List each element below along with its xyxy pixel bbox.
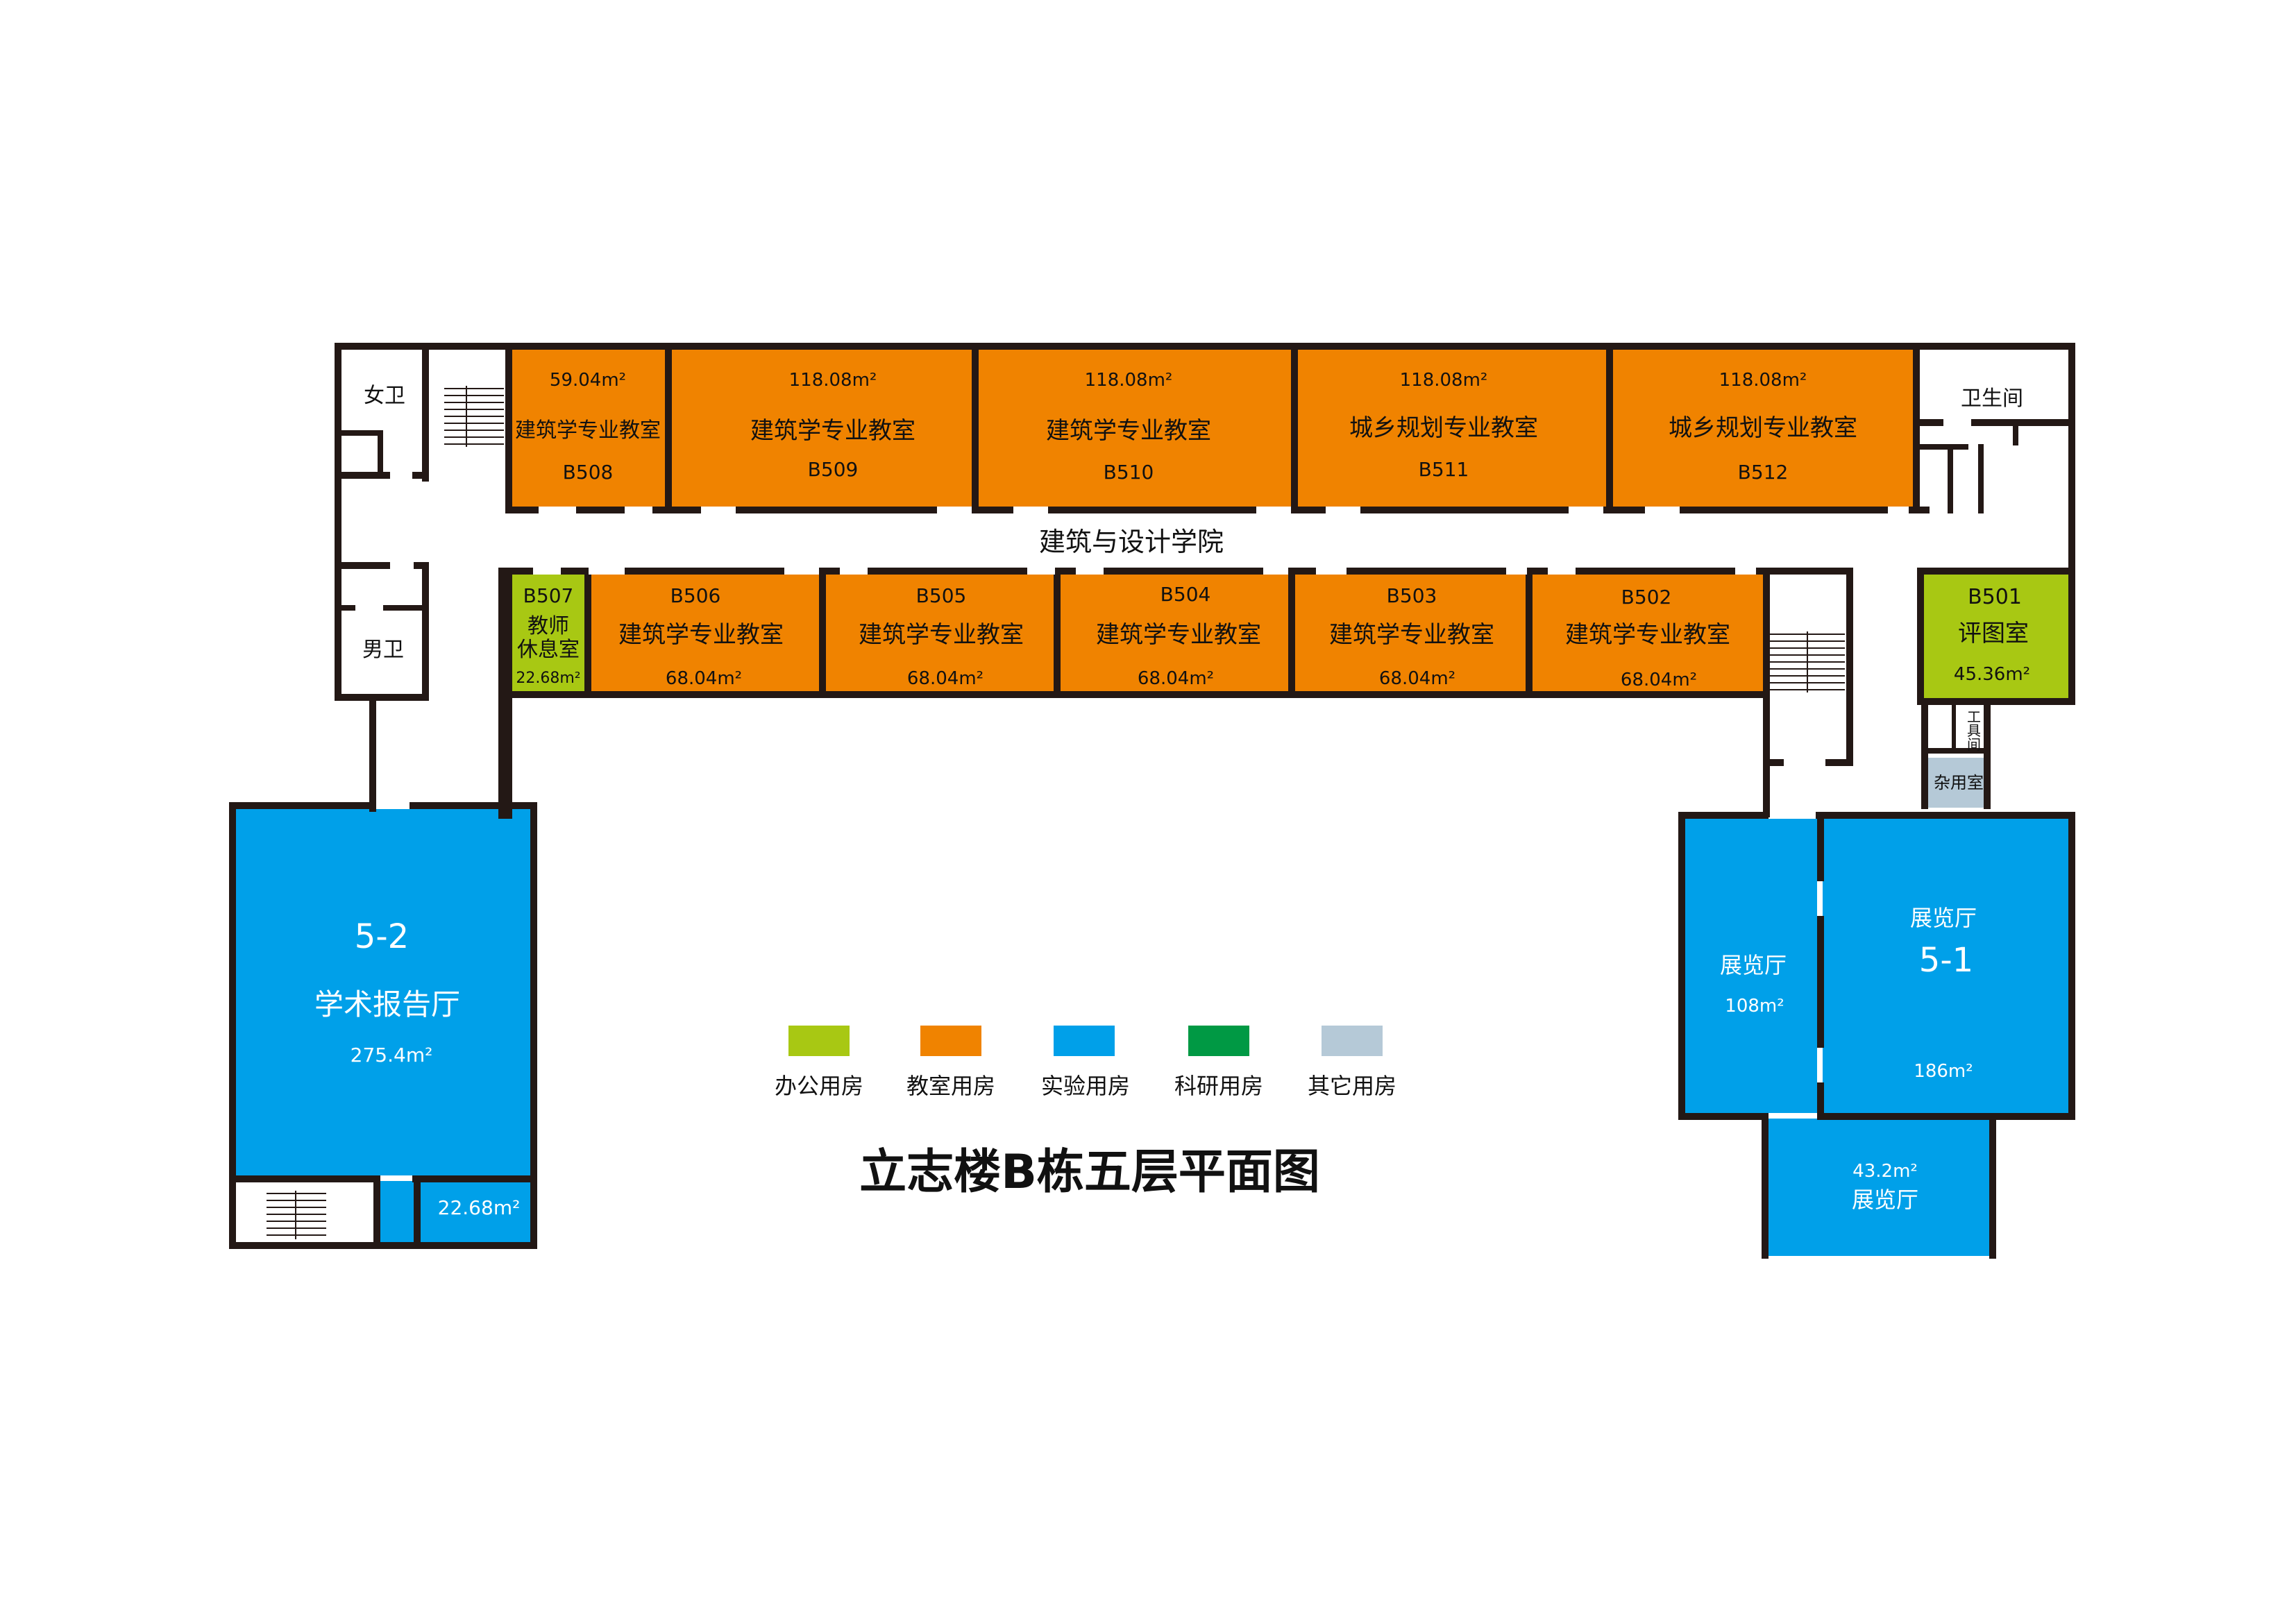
b509-area: 118.08m² bbox=[789, 370, 877, 391]
legend-swatch-office bbox=[788, 1026, 850, 1056]
b511-name: 城乡规划专业教室 bbox=[1349, 414, 1538, 442]
exhibit-south-fill[interactable] bbox=[1769, 1119, 1989, 1256]
b509-name: 建筑学专业教室 bbox=[750, 417, 915, 445]
room-b503-fill[interactable] bbox=[1294, 575, 1526, 691]
stairs-north-west bbox=[444, 386, 504, 447]
legend-label-research: 科研用房 bbox=[1174, 1073, 1263, 1099]
corridor-label: 建筑与设计学院 bbox=[1039, 527, 1224, 557]
b505-name: 建筑学专业教室 bbox=[859, 621, 1024, 649]
storage-fill[interactable] bbox=[1927, 758, 1991, 808]
b501-area: 45.36m² bbox=[1954, 664, 2030, 685]
b502-code: B502 bbox=[1621, 586, 1672, 609]
b501-code: B501 bbox=[1968, 585, 2022, 609]
small-room-fill[interactable] bbox=[419, 1181, 530, 1242]
room-b510-fill[interactable] bbox=[977, 350, 1291, 507]
room-b505-fill[interactable] bbox=[825, 575, 1054, 691]
exhibit-west-area: 108m² bbox=[1725, 996, 1784, 1017]
stairs-east bbox=[1770, 631, 1845, 692]
room-b502-fill[interactable] bbox=[1531, 575, 1763, 691]
b509-code: B509 bbox=[808, 458, 859, 481]
b504-name: 建筑学专业教室 bbox=[1096, 621, 1261, 649]
labels-service-rooms: 女卫 男卫 卫生间 工 具 间 杂用室 bbox=[362, 384, 2023, 792]
b508-code: B508 bbox=[563, 461, 614, 484]
b506-code: B506 bbox=[670, 584, 721, 607]
legend-label-office: 办公用房 bbox=[775, 1073, 863, 1099]
room-b508-fill[interactable] bbox=[511, 350, 665, 507]
hall-52-number: 5-2 bbox=[355, 917, 409, 956]
b502-name: 建筑学专业教室 bbox=[1565, 621, 1730, 649]
b503-area: 68.04m² bbox=[1379, 668, 1455, 689]
stairs-south-west bbox=[267, 1191, 326, 1239]
legend-label-classroom: 教室用房 bbox=[906, 1073, 995, 1099]
room-fills bbox=[236, 350, 2070, 1256]
hall-51-name: 展览厅 bbox=[1910, 905, 1977, 931]
tool-room-label-3: 间 bbox=[1967, 736, 1981, 753]
tool-room-label-1: 工 bbox=[1967, 708, 1981, 725]
b506-area: 68.04m² bbox=[666, 668, 742, 689]
labels-south-rooms: B507 教师 休息室 22.68m² B506 建筑学专业教室 68.04m²… bbox=[516, 583, 2030, 690]
b502-area: 68.04m² bbox=[1621, 670, 1697, 690]
b503-code: B503 bbox=[1387, 584, 1437, 607]
b508-name: 建筑学专业教室 bbox=[515, 418, 661, 443]
legend-label-other: 其它用房 bbox=[1308, 1073, 1396, 1099]
b505-area: 68.04m² bbox=[907, 668, 984, 689]
b508-area: 59.04m² bbox=[550, 370, 626, 391]
b512-code: B512 bbox=[1738, 461, 1789, 484]
b506-name: 建筑学专业教室 bbox=[618, 621, 784, 649]
page-title: 立志楼B栋五层平面图 bbox=[859, 1145, 1320, 1200]
legend-swatch-classroom bbox=[920, 1026, 981, 1056]
exhibit-south-area: 43.2m² bbox=[1852, 1161, 1918, 1182]
hall-52-fill[interactable] bbox=[236, 809, 530, 1175]
exhibit-south-name: 展览厅 bbox=[1852, 1187, 1918, 1213]
b505-code: B505 bbox=[916, 584, 967, 607]
womens-wc-label: 女卫 bbox=[364, 384, 405, 408]
b510-name: 建筑学专业教室 bbox=[1046, 417, 1211, 445]
hall-52-area: 275.4m² bbox=[351, 1044, 433, 1067]
b510-area: 118.08m² bbox=[1085, 370, 1173, 391]
labels-east-exhibition: 展览厅 108m² 展览厅 5-1 186m² 43.2m² 展览厅 bbox=[1720, 905, 1977, 1213]
exhibit-west-name: 展览厅 bbox=[1720, 952, 1787, 978]
labels-west-hall: 5-2 学术报告厅 275.4m² 22.68m² bbox=[314, 917, 520, 1219]
small-room-area: 22.68m² bbox=[438, 1196, 521, 1219]
b511-code: B511 bbox=[1419, 458, 1469, 481]
b507-code: B507 bbox=[523, 584, 574, 607]
b507-name-line2: 休息室 bbox=[517, 638, 580, 662]
legend-swatch-research bbox=[1188, 1026, 1249, 1056]
legend-label-lab: 实验用房 bbox=[1041, 1073, 1130, 1099]
legend: 办公用房 教室用房 实验用房 科研用房 其它用房 bbox=[775, 1026, 1396, 1099]
hall-51-area: 186m² bbox=[1914, 1061, 1973, 1082]
hall-51-fill[interactable] bbox=[1823, 819, 2068, 1113]
b504-area: 68.04m² bbox=[1138, 668, 1214, 689]
washroom-label: 卫生间 bbox=[1961, 386, 2023, 411]
exhibit-west-fill[interactable] bbox=[1685, 819, 1817, 1113]
tool-room-label-2: 具 bbox=[1967, 722, 1981, 739]
room-b504-fill[interactable] bbox=[1059, 575, 1288, 691]
room-b511-fill[interactable] bbox=[1297, 350, 1606, 507]
hall-52-name: 学术报告厅 bbox=[314, 987, 460, 1021]
hall-51-number: 5-1 bbox=[1919, 941, 1973, 980]
room-b506-fill[interactable] bbox=[590, 575, 819, 691]
room-b507-fill[interactable] bbox=[511, 575, 584, 691]
b510-code: B510 bbox=[1104, 461, 1154, 484]
b501-name: 评图室 bbox=[1958, 620, 2029, 647]
b507-name-line1: 教师 bbox=[527, 614, 569, 638]
b504-code: B504 bbox=[1160, 583, 1211, 606]
room-b512-fill[interactable] bbox=[1612, 350, 1913, 507]
room-b509-fill[interactable] bbox=[670, 350, 972, 507]
walls bbox=[229, 343, 2075, 1259]
room-b501-fill[interactable] bbox=[1923, 575, 2070, 698]
labels-north-rooms: 59.04m² 建筑学专业教室 B508 118.08m² 建筑学专业教室 B5… bbox=[515, 370, 1857, 484]
b511-area: 118.08m² bbox=[1400, 370, 1488, 391]
legend-swatch-other bbox=[1322, 1026, 1383, 1056]
legend-swatch-lab bbox=[1054, 1026, 1115, 1056]
b507-area: 22.68m² bbox=[516, 670, 580, 687]
b512-name: 城乡规划专业教室 bbox=[1669, 414, 1857, 442]
b503-name: 建筑学专业教室 bbox=[1329, 621, 1494, 649]
mens-wc-label: 男卫 bbox=[362, 638, 404, 662]
storage-label: 杂用室 bbox=[1934, 773, 1984, 792]
b512-area: 118.08m² bbox=[1719, 370, 1807, 391]
